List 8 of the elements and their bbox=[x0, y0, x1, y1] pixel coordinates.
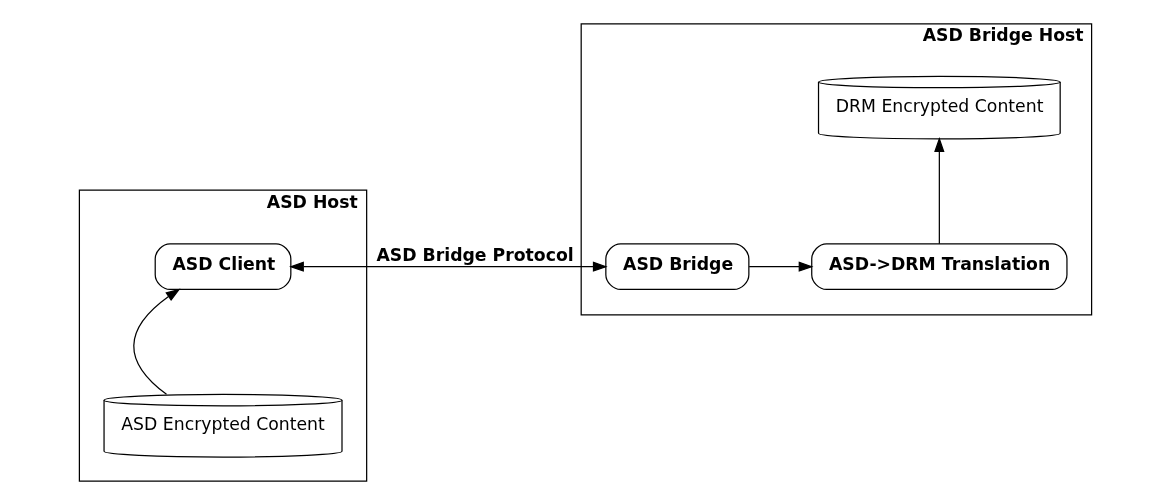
arrow bbox=[748, 261, 814, 272]
arrow bbox=[934, 136, 945, 244]
arrow bbox=[133, 288, 181, 395]
node-box: ASD Bridge bbox=[605, 242, 750, 290]
node-box: ASD Client bbox=[154, 242, 292, 290]
edge-label: ASD Bridge Protocol bbox=[376, 244, 574, 265]
arrow bbox=[289, 261, 608, 272]
node-box: ASD->DRM Translation bbox=[811, 242, 1068, 290]
